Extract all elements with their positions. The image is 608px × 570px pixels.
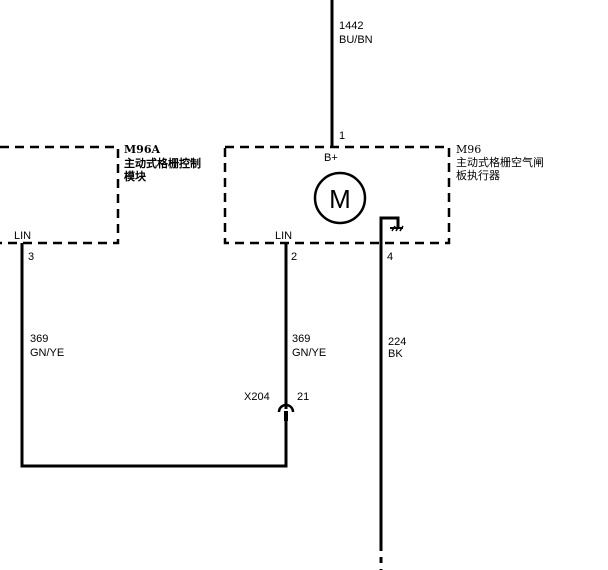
module-m96a: M96A 主动式格栅控制 模块 LIN 3 [0,143,201,263]
connector-x204: X204 21 [244,391,309,421]
m96-outline [223,145,451,245]
m96a-outline [0,145,120,245]
lin-right-wire-circuit: 369 [292,333,310,345]
m96-name-line2: 板执行器 [456,168,500,182]
ground-wire-circuit: 224 [388,336,406,348]
motor-symbol-label: M [329,184,351,214]
wire-lin-right-369: 369 GN/YE [284,243,326,404]
m96-ground-pin-number: 4 [387,251,393,263]
m96-name-line1: 主动式格栅空气闸 [456,155,544,169]
m96-lin-pin-number: 2 [291,251,297,263]
m96a-name-line2: 模块 [124,169,147,183]
power-wire-color: BU/BN [339,34,373,46]
motor-icon [313,171,367,225]
m96-power-label: B+ [324,152,338,164]
module-m96: M96 主动式格栅空气闸 板执行器 M B+ 1 LIN 2 4 [223,130,544,263]
connector-id: X204 [244,391,270,403]
m96-lin-label: LIN [275,230,292,242]
m96-id: M96 [456,143,481,156]
lin-left-wire-color: GN/YE [30,347,64,359]
lin-right-wire-color: GN/YE [292,347,326,359]
power-wire-circuit: 1442 [339,20,363,32]
connector-pin-icon [284,411,288,421]
m96a-id: M96A [124,143,160,156]
wire-lin-left-369: 369 GN/YE [20,243,288,468]
m96a-name-line1: 主动式格栅控制 [124,156,201,170]
wire-power-1442: 1442 BU/BN [330,0,373,147]
ground-icon [379,216,404,243]
connector-pin-number: 21 [297,391,309,403]
m96a-lin-label: LIN [14,230,31,242]
ground-wire-color: BK [388,348,403,360]
m96a-lin-pin-number: 3 [28,251,34,263]
m96-power-pin-number: 1 [339,130,345,142]
lin-left-wire-circuit: 369 [30,333,48,345]
lin-left-wire-line [20,243,288,468]
wire-ground-224: 224 BK [379,243,406,570]
